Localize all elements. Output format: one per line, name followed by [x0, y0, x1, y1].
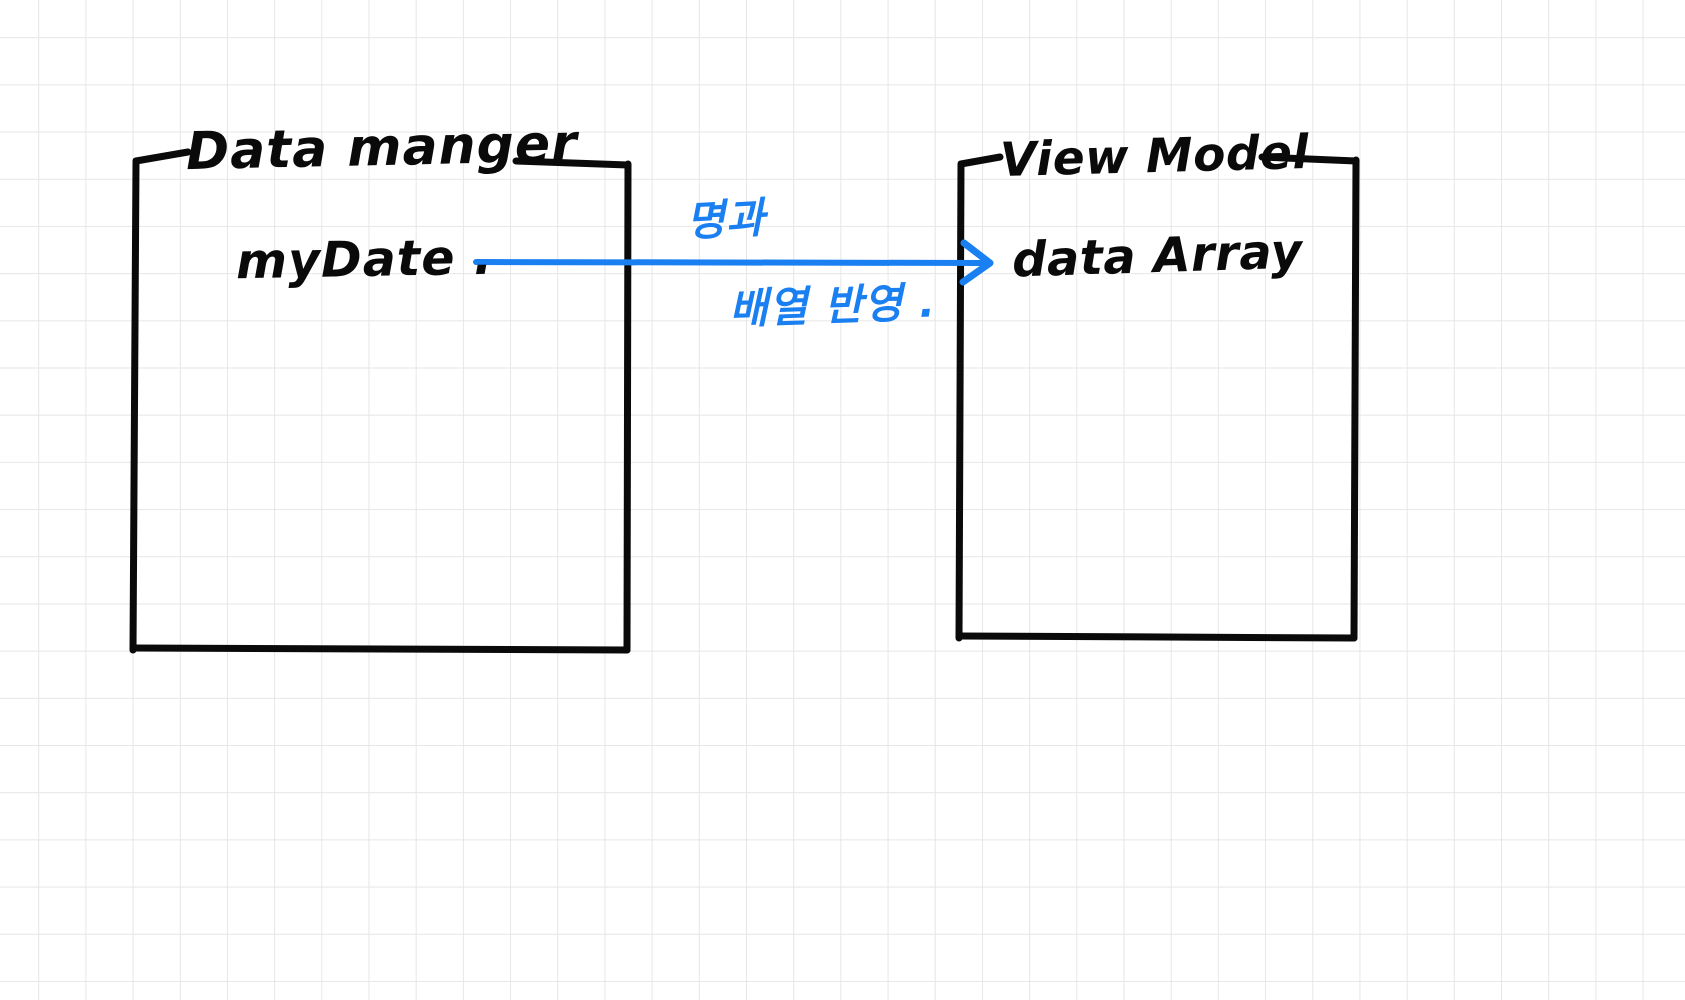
box-view-model-body: data Array: [1011, 223, 1304, 289]
box-data-manager-outline: [129, 148, 632, 654]
box-data-manager-body: myDate .: [235, 228, 494, 291]
box-view-model-title: View Model: [999, 124, 1310, 189]
box-data-manager-title: Data manger: [185, 113, 579, 183]
arrow-label-below: 배열 반영 .: [728, 277, 937, 334]
binding-arrow: [473, 239, 994, 286]
arrow-label-above: 명과: [684, 192, 767, 247]
box-view-model-outline: [955, 153, 1360, 642]
